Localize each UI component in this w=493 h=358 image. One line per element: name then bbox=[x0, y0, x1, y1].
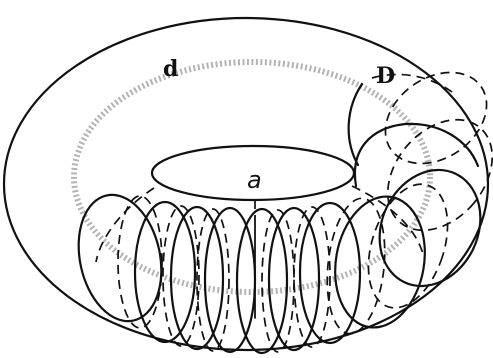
winding-loop-hidden bbox=[293, 206, 331, 348]
winding-loop-hidden bbox=[384, 71, 488, 165]
winding-loop bbox=[203, 206, 257, 354]
hidden-inner-arc-left bbox=[95, 187, 155, 263]
winding-loop-upper-hidden bbox=[371, 73, 453, 93]
winding-loop bbox=[378, 168, 482, 288]
winding-loop-hidden bbox=[162, 205, 200, 347]
winding-loop-hidden bbox=[386, 118, 493, 232]
winding-loop bbox=[133, 200, 197, 344]
winding-loops-hidden bbox=[117, 71, 493, 353]
winding-loops bbox=[77, 168, 482, 355]
label-D: D bbox=[376, 63, 395, 89]
core-circle-d bbox=[71, 59, 433, 295]
winding-loop bbox=[267, 206, 321, 352]
winding-loop bbox=[235, 207, 289, 355]
winding-loop bbox=[298, 201, 362, 345]
torus-outer-outline bbox=[2, 16, 490, 352]
hidden-inner-arc-right bbox=[351, 185, 425, 259]
d-radius-arc bbox=[347, 82, 364, 167]
winding-loop-upper bbox=[353, 122, 480, 188]
label-d: d bbox=[163, 56, 178, 82]
winding-loop bbox=[77, 193, 163, 323]
winding-loop-hidden bbox=[261, 209, 295, 353]
winding-loop-hidden bbox=[117, 195, 163, 329]
label-a: a bbox=[247, 166, 262, 194]
winding-loop-hidden bbox=[326, 197, 386, 335]
winding-loop-hidden bbox=[196, 208, 230, 352]
winding-loop bbox=[169, 205, 225, 351]
winding-loop bbox=[334, 195, 426, 329]
winding-loop-hidden bbox=[367, 183, 449, 309]
